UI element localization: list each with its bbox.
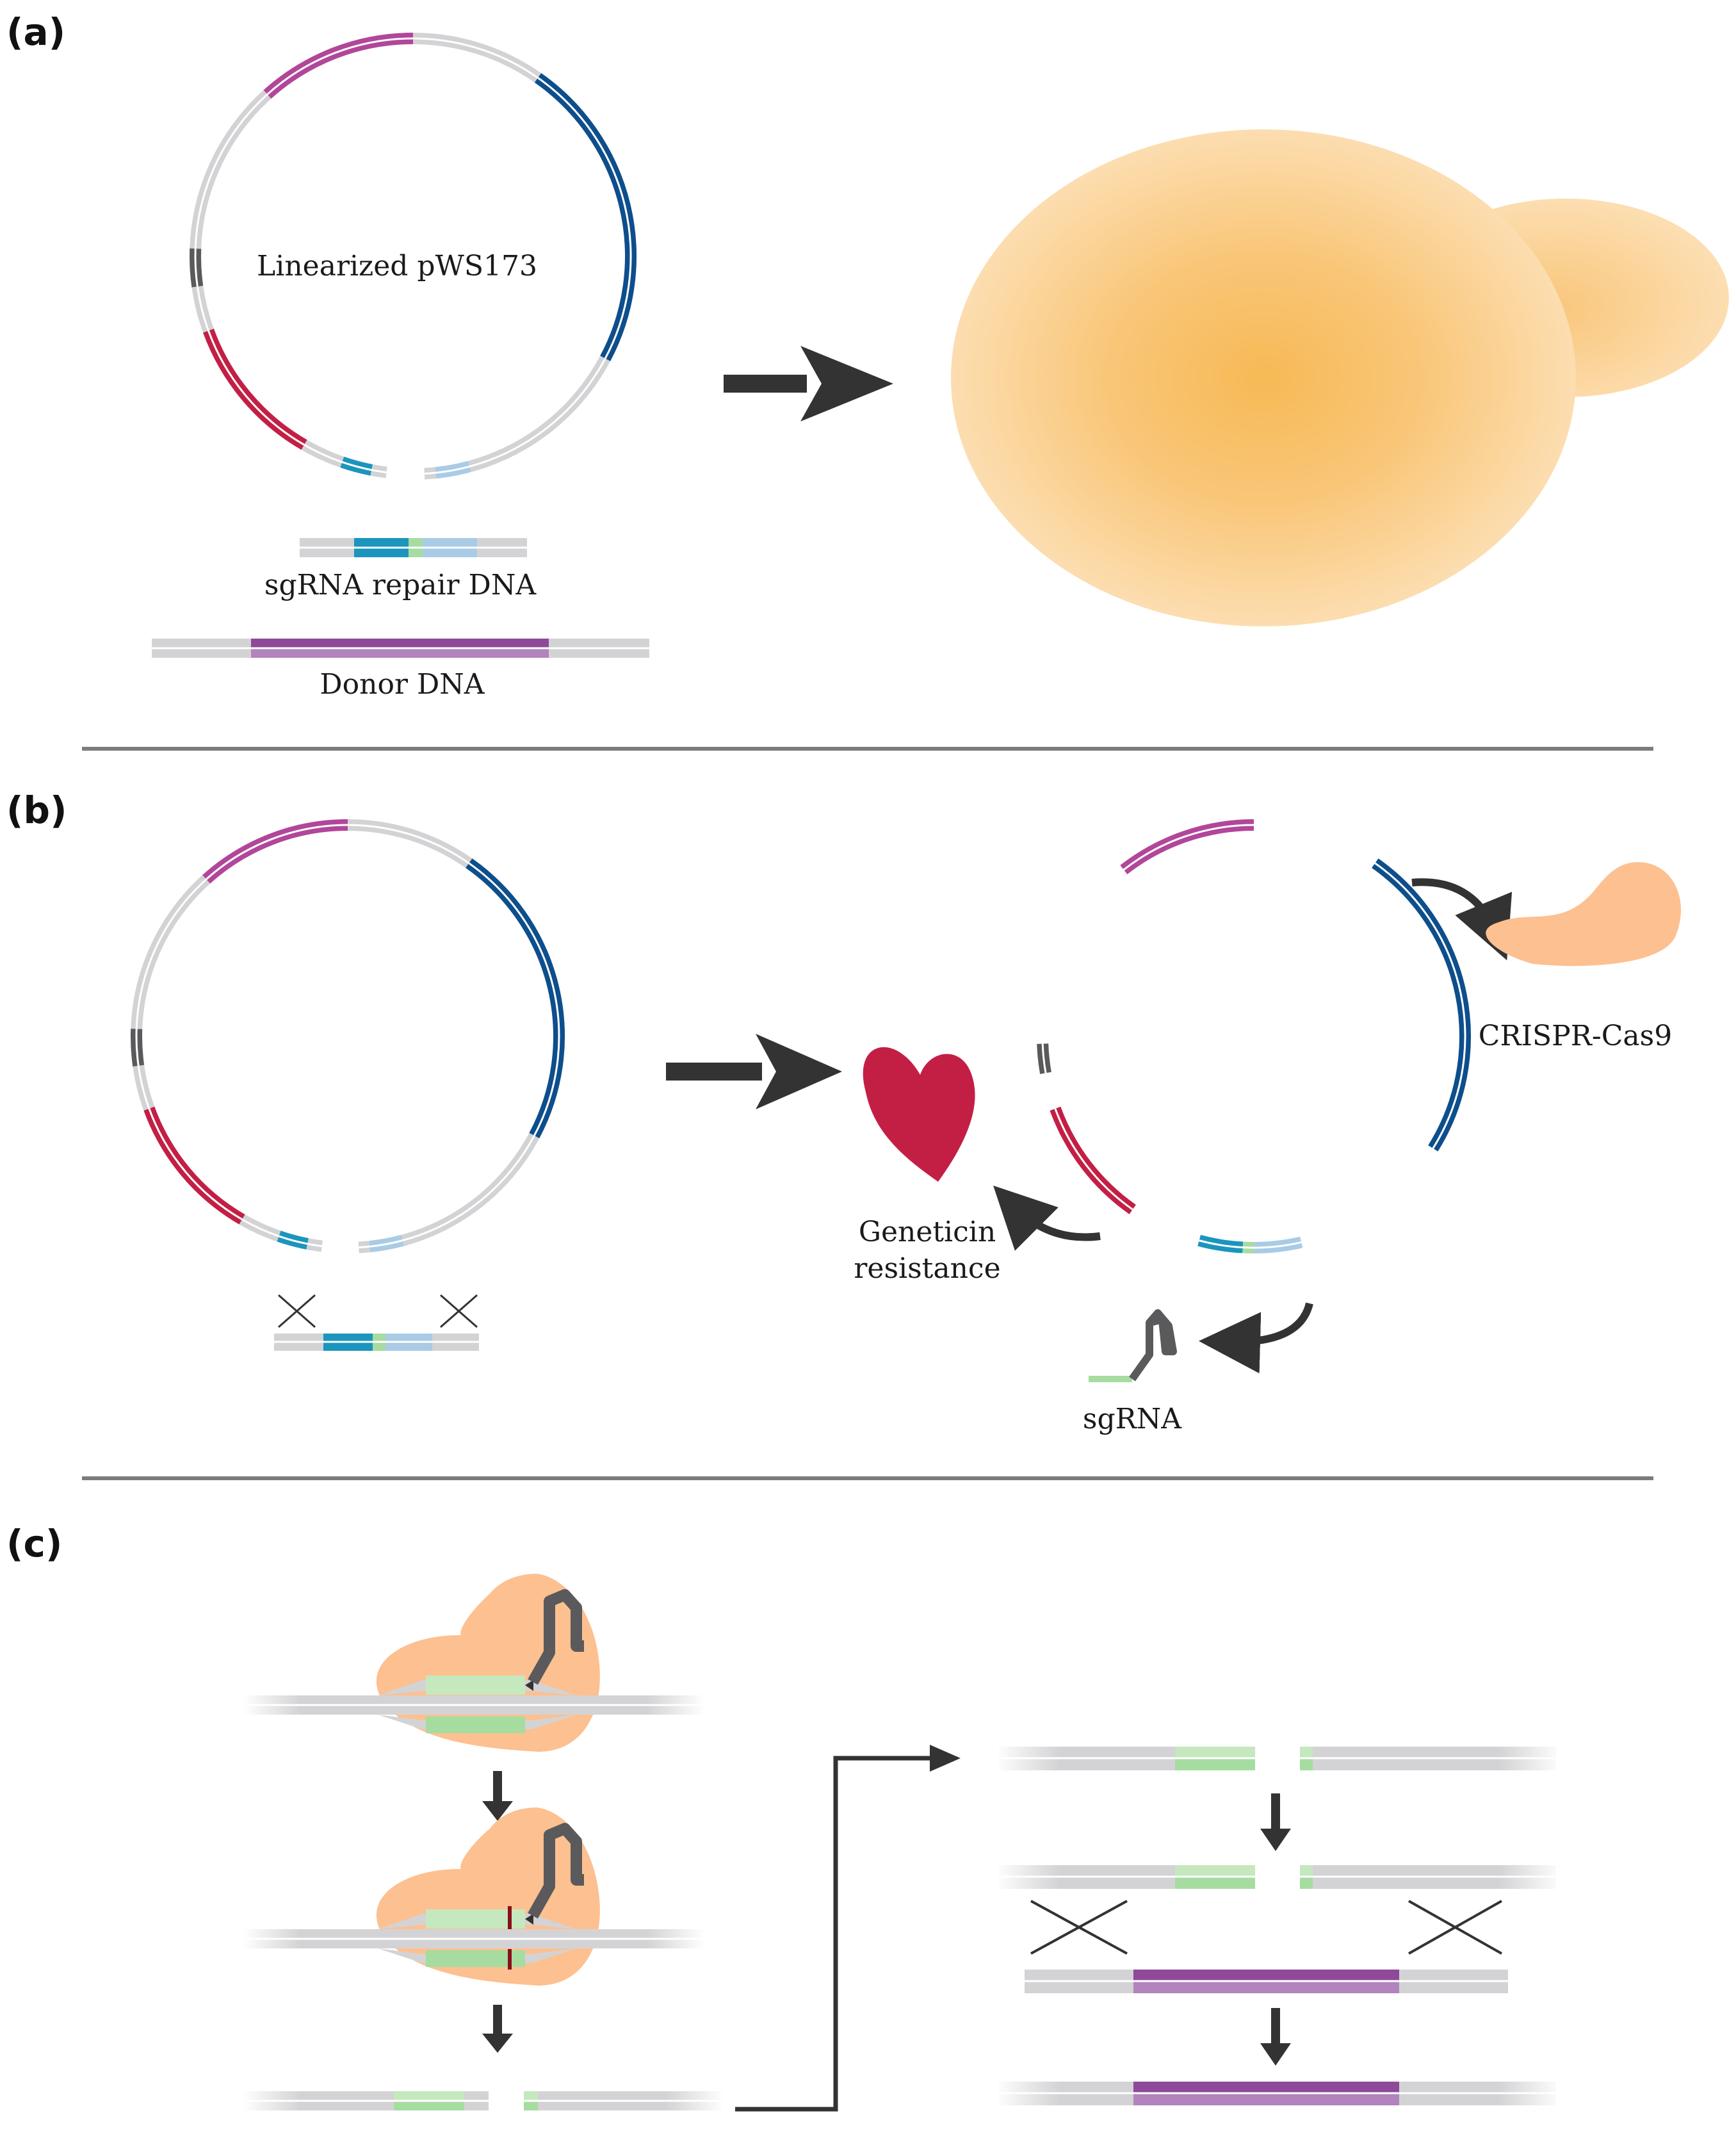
dna-duplex-c2 [243, 1906, 704, 1970]
light-blue-segment-strand-line [369, 1239, 403, 1248]
panel-c: (c) [6, 1522, 1562, 2114]
crossover-c [1030, 1900, 1502, 1955]
sgrna-c1 [528, 1589, 584, 1685]
blue-segment [534, 73, 637, 361]
blue-segment [466, 858, 565, 1139]
geneticin-protein [863, 1047, 975, 1182]
geneticin-label-line1: Geneticin [859, 1216, 996, 1248]
panel-b-label: (b) [6, 788, 67, 832]
blue-segment-strand-line [1374, 862, 1466, 1149]
sgrna-molecule [1089, 1309, 1177, 1382]
sgrna-repair-dna-b [274, 1334, 479, 1351]
plasmid-a-label: Linearized pWS173 [257, 250, 537, 282]
red-segment [203, 329, 307, 450]
light-blue-segment-strand-line [1253, 1241, 1302, 1249]
light-blue-segment-strand-line [435, 465, 470, 474]
magenta-segment-strand-line [206, 824, 348, 880]
connector-arrow [735, 1756, 954, 2112]
sgrna-repair-dna-label: sgRNA repair DNA [264, 569, 537, 601]
panel-c-label: (c) [6, 1522, 62, 1565]
magenta-segment [1120, 819, 1254, 875]
sgrna-label: sgRNA [1083, 1403, 1182, 1435]
red-segment-strand-line [207, 330, 305, 446]
crossover-b [278, 1294, 478, 1328]
donor-dna-a [152, 639, 649, 658]
broken-dna-step3 [243, 2088, 724, 2114]
red-segment [143, 1106, 245, 1225]
expression-arrows [993, 878, 1513, 1374]
geneticin-label-line2: resistance [854, 1252, 1000, 1285]
red-segment-strand-line [148, 1108, 243, 1221]
cas9-binding-step1 [243, 1574, 704, 1752]
sgrna-repair-dna-a [300, 538, 527, 557]
arrow-c1 [482, 1771, 513, 1821]
arrow-c3 [1260, 1793, 1291, 1851]
teal-segment-strand-line [1199, 1239, 1243, 1249]
panel-a: (a) Linearized pWS173 sgRNA repair DNA D… [6, 10, 1729, 701]
teal-segment-strand-line [279, 1235, 308, 1245]
magenta-segment [202, 819, 348, 884]
panel-b: (b) CRISPR-Cas9 [6, 788, 1682, 1435]
sgrna-c2 [528, 1823, 584, 1919]
teal-segment-strand-line [341, 461, 372, 471]
blue-segment-strand-line [537, 77, 632, 359]
plasmid-b-left [131, 819, 565, 1253]
magenta-segment [263, 33, 414, 99]
arrow-c4 [1260, 2008, 1291, 2066]
red-segment [1050, 1106, 1136, 1214]
dna-duplex-c1 [243, 1676, 704, 1733]
arrow-b [666, 1034, 842, 1109]
plasmid-a [190, 33, 637, 480]
dark-segment-strand-line [135, 1029, 140, 1066]
magenta-segment-strand-line [266, 37, 414, 95]
arrow-a [724, 346, 893, 421]
cas9-cleavage-step2 [243, 1808, 704, 1986]
red-segment-strand-line [1054, 1108, 1133, 1211]
donor-dna-label: Donor DNA [320, 668, 485, 701]
dark-segment-strand-line [194, 249, 199, 287]
break-dna-right [996, 1743, 1562, 1774]
magenta-segment-strand-line [1123, 824, 1254, 871]
break-dna-right-2 [996, 1862, 1562, 1893]
blue-segment-strand-line [468, 862, 560, 1136]
donor-dna-c [1025, 1970, 1508, 1993]
repaired-dna [996, 2078, 1562, 2109]
panel-a-label: (a) [6, 10, 65, 54]
arrow-c2 [482, 2005, 513, 2053]
cas9-label: CRISPR-Cas9 [1479, 1020, 1672, 1052]
cas9-protein-b [1486, 862, 1682, 967]
yeast-cell [951, 129, 1729, 626]
plasmid-b-right [1037, 819, 1471, 1254]
connector-arrowhead [930, 1745, 961, 1772]
dark-segment-strand-line [1041, 1043, 1047, 1073]
